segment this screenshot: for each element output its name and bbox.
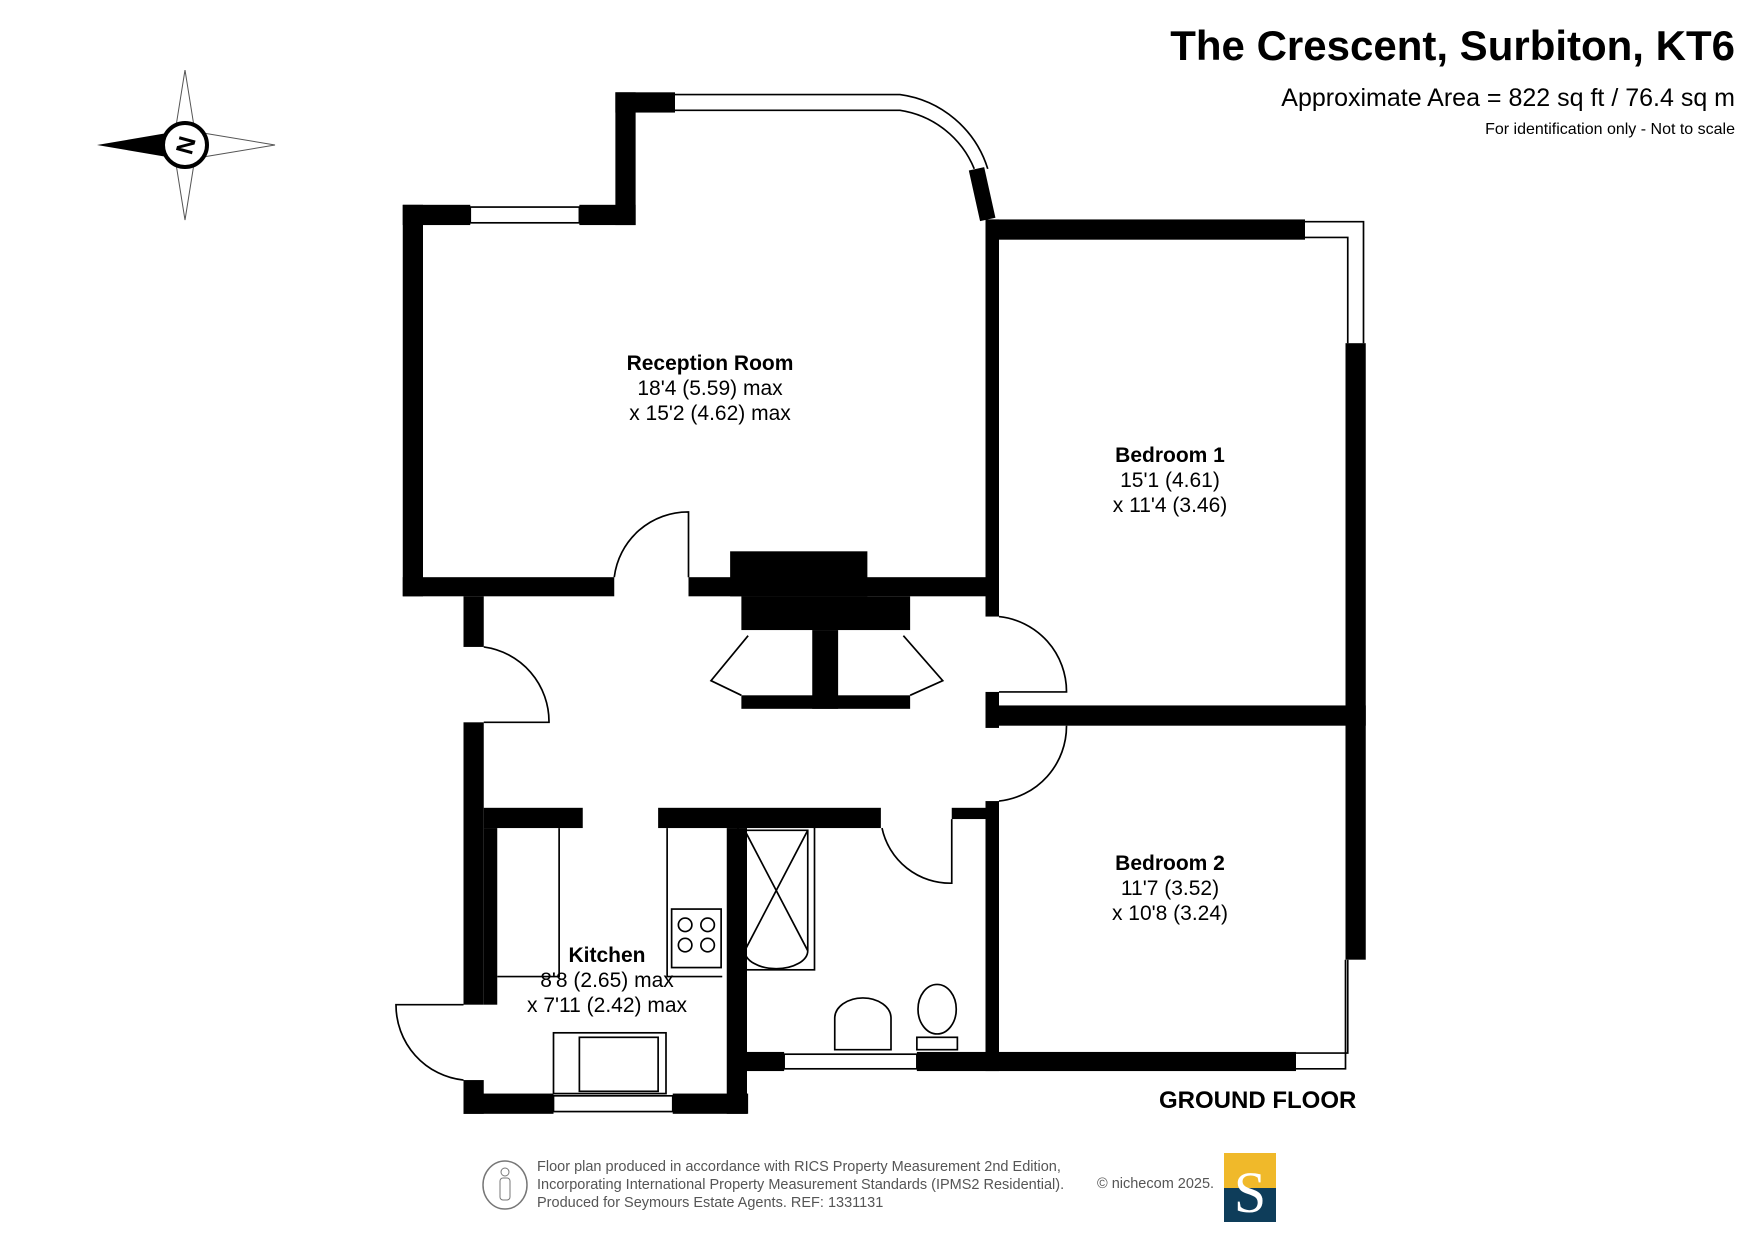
- room-dim: 15'1 (4.61): [1120, 469, 1220, 492]
- floor-label: GROUND FLOOR: [1159, 1087, 1357, 1114]
- room-dim: 18'4 (5.59) max: [637, 377, 783, 400]
- room-dim: 11'7 (3.52): [1120, 877, 1220, 900]
- room-name: Reception Room: [626, 352, 794, 375]
- room-dim: x 15'2 (4.62) max: [629, 402, 791, 425]
- windows-and-doors: [395, 93, 1365, 1113]
- room-dim: x 11'4 (3.46): [1112, 494, 1228, 517]
- room-name: Bedroom 1: [1115, 444, 1225, 467]
- room-dim: 8'8 (2.65) max: [540, 969, 674, 992]
- room-name: Kitchen: [568, 944, 646, 967]
- compass-icon: N: [97, 70, 276, 221]
- footer-line: Floor plan produced in accordance with R…: [537, 1159, 1061, 1175]
- room-dim: x 10'8 (3.24): [1111, 902, 1229, 925]
- agent-logo: S: [1224, 1153, 1276, 1225]
- scale-note: For identification only - Not to scale: [1485, 121, 1735, 138]
- page-title: The Crescent, Surbiton, KT6: [1170, 22, 1735, 69]
- footer-line: Produced for Seymours Estate Agents. REF…: [537, 1195, 884, 1211]
- footer-text: Floor plan produced in accordance with R…: [537, 1158, 1064, 1212]
- compass-label: N: [171, 134, 202, 158]
- logo-letter: S: [1233, 1160, 1267, 1225]
- person-scale-icon: [482, 1160, 528, 1210]
- room-dim: x 7'11 (2.42) max: [526, 994, 688, 1017]
- approximate-area: Approximate Area = 822 sq ft / 76.4 sq m: [1281, 84, 1735, 112]
- footer-line: Incorporating International Property Mea…: [537, 1177, 1065, 1193]
- copyright: © nichecom 2025.: [1097, 1176, 1215, 1192]
- walls: [402, 92, 1366, 1114]
- room-name: Bedroom 2: [1115, 852, 1225, 875]
